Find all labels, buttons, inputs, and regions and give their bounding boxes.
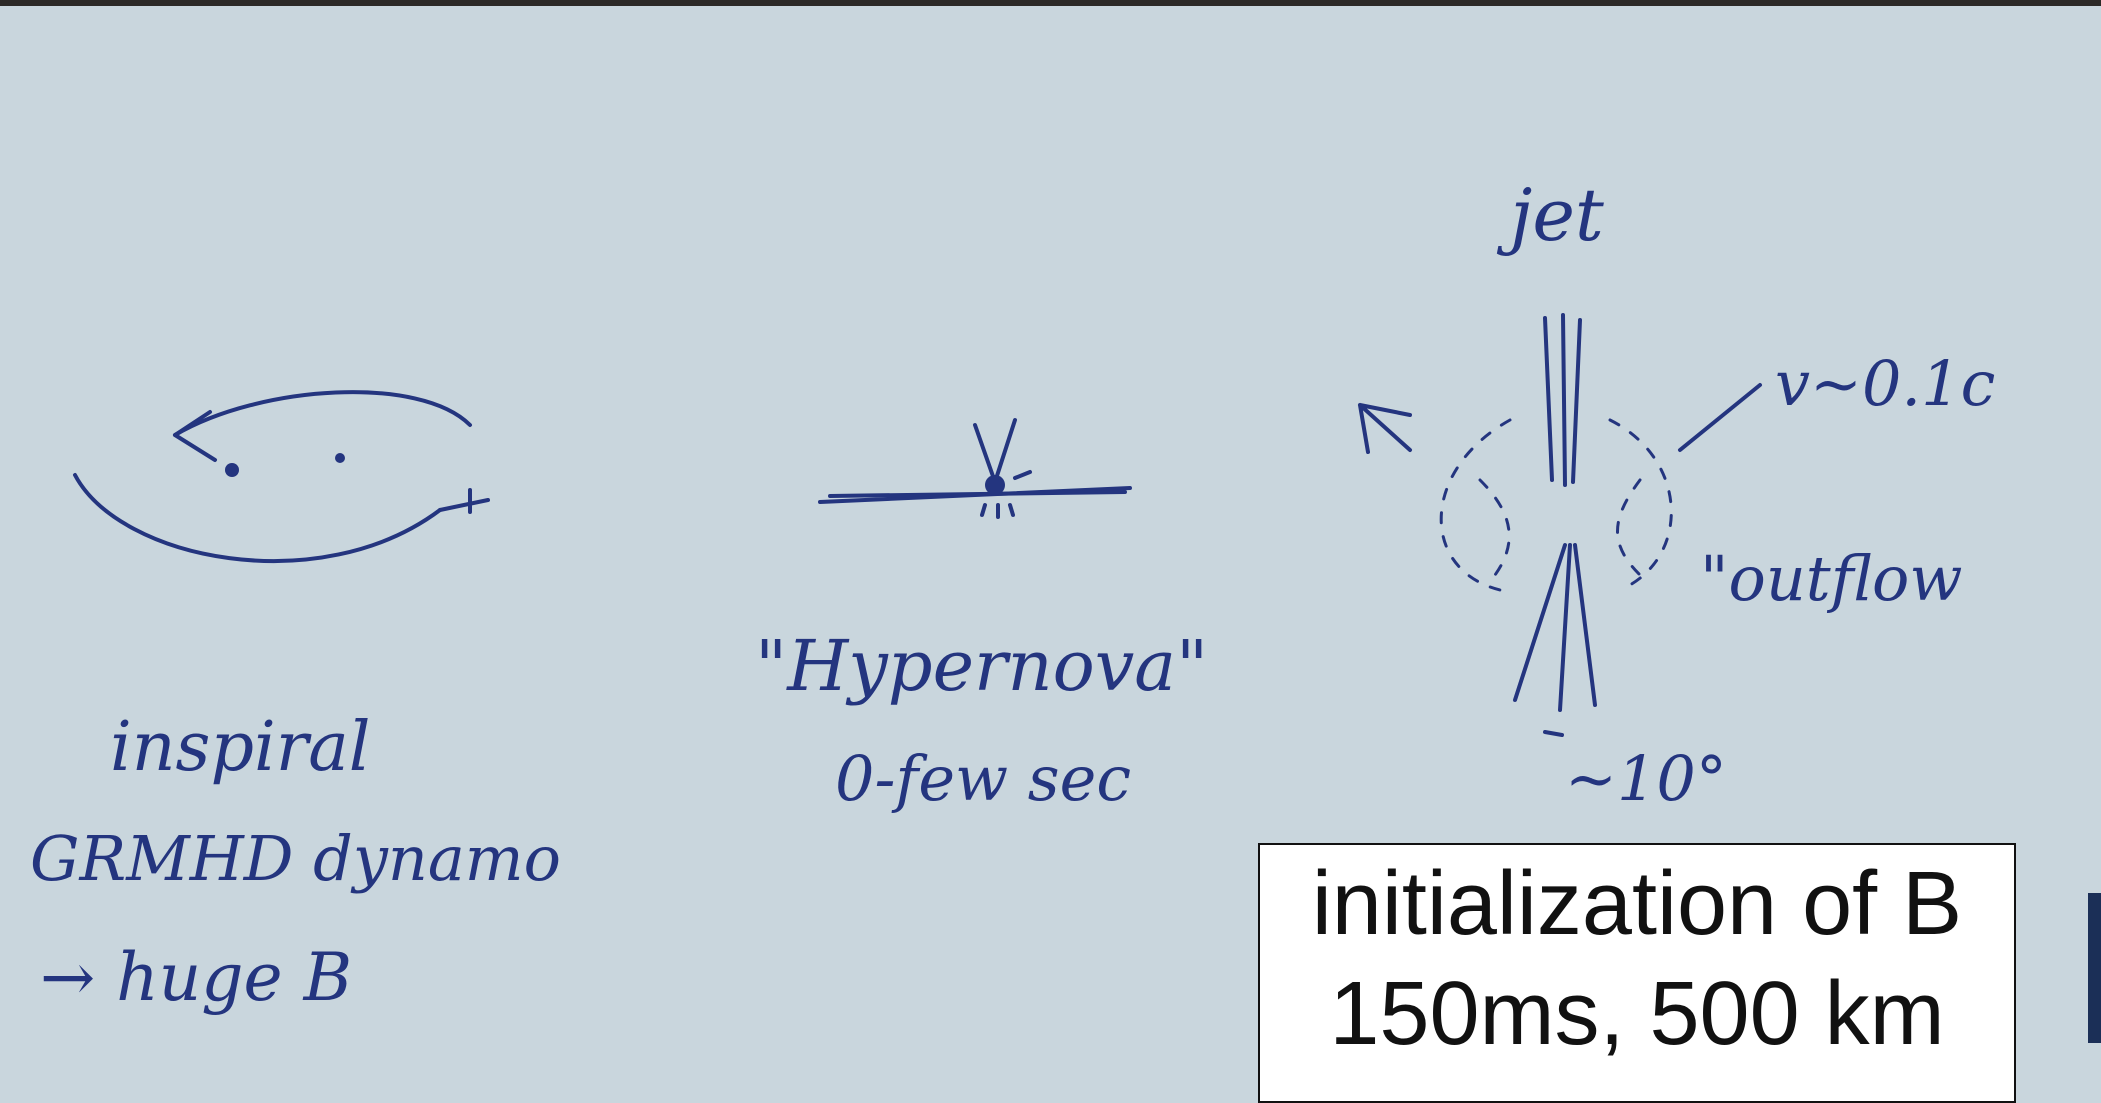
jet-upper-right — [1573, 320, 1580, 482]
velocity-label: v~0.1c — [1775, 347, 1995, 420]
caption-box: initialization of B 150ms, 500 km — [1258, 843, 2016, 1103]
jet-lower-left — [1515, 545, 1565, 700]
grmhd-dynamo-label: GRMHD dynamo — [30, 822, 561, 895]
angle-tick — [1545, 732, 1562, 735]
huge-b-label: → huge B — [40, 939, 352, 1016]
outflow-arrow-icon — [1360, 405, 1410, 452]
caption-line-2: 150ms, 500 km — [1329, 959, 1944, 1069]
orbit-arc-top — [175, 392, 470, 435]
disk-line-2 — [830, 492, 1125, 496]
star-2 — [335, 453, 345, 463]
jet-lower-right — [1575, 545, 1595, 705]
jet-upper-left — [1545, 318, 1552, 480]
edge-fragment — [2088, 893, 2101, 1043]
velocity-pointer-line — [1680, 385, 1760, 450]
outflow-label: "outflow — [1700, 542, 1962, 615]
outflow-cocoon — [1441, 420, 1671, 590]
hypernova-label: "Hypernova" — [755, 625, 1208, 707]
star-1 — [225, 463, 239, 477]
orbit-arrow-right — [440, 490, 488, 512]
hypernova-disk-sketch — [820, 420, 1130, 517]
jet-upper-mid — [1563, 315, 1565, 485]
orbit-arc — [75, 475, 440, 561]
inspiral-orbit-sketch — [75, 392, 488, 561]
hypernova-core — [985, 475, 1005, 495]
hypernova-duration-label: 0-few sec — [835, 742, 1131, 815]
angle-label: ~10° — [1565, 742, 1727, 815]
jet-lower-mid — [1560, 545, 1570, 710]
hypernova-v-jet — [975, 420, 1015, 482]
caption-line-1: initialization of B — [1312, 849, 1962, 959]
jet-outflow-sketch — [1360, 315, 1760, 735]
inspiral-label: inspiral — [110, 708, 371, 787]
jet-label: jet — [1496, 173, 1605, 257]
